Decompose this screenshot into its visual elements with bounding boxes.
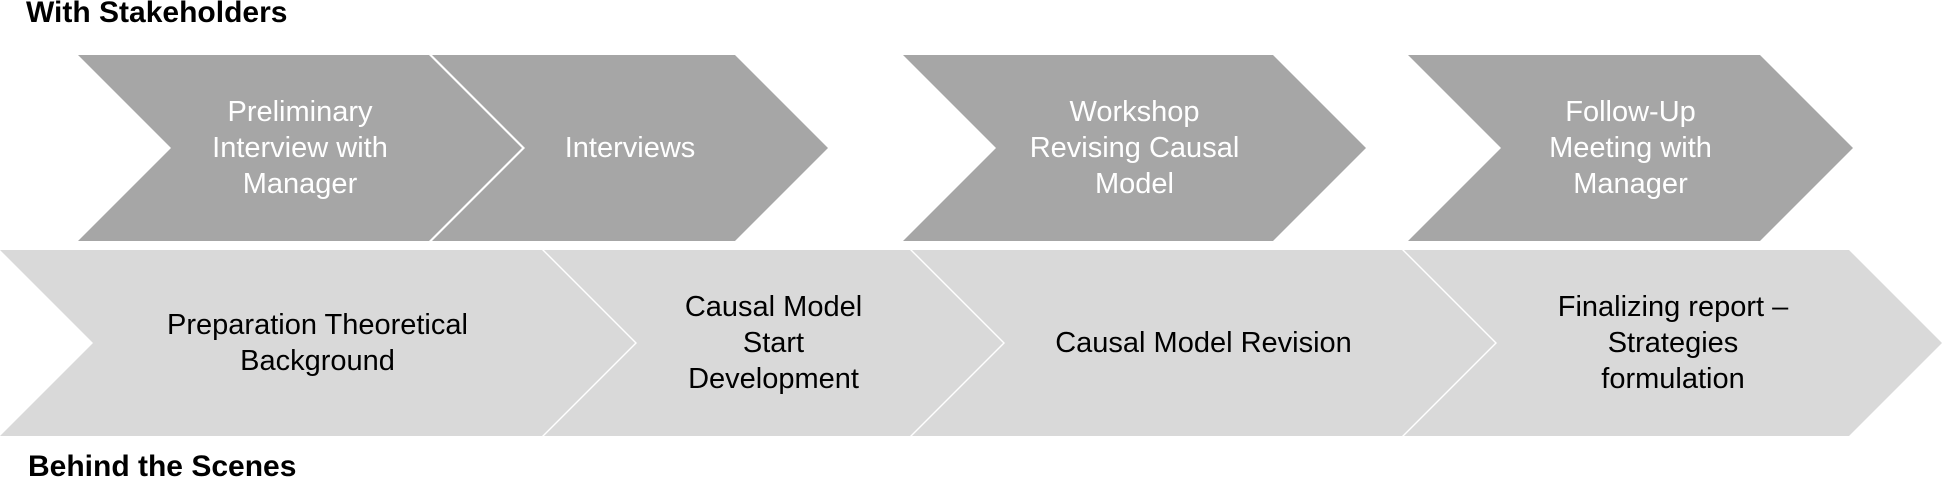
row-label-behind-the-scenes: Behind the Scenes <box>28 450 297 483</box>
step-label: Preparation Theoretical Background <box>167 309 468 377</box>
step-label: Causal Model Start Development <box>684 291 863 395</box>
step-chevron-preliminary-interview: Preliminary Interview with Manager <box>78 55 522 241</box>
step-chevron-causal-model-revision: Causal Model Revision <box>912 250 1495 436</box>
step-chevron-preparation: Preparation Theoretical Background <box>0 250 635 436</box>
step-label: Preliminary Interview with Manager <box>212 96 388 200</box>
step-label: Causal Model Revision <box>1055 327 1352 359</box>
step-label: Interviews <box>564 132 696 164</box>
step-label: Follow-Up Meeting with Manager <box>1549 96 1712 200</box>
row-label-with-stakeholders: With Stakeholders <box>26 0 288 29</box>
step-chevron-workshop: Workshop Revising Causal Model <box>903 55 1366 241</box>
step-label: Workshop Revising Causal Model <box>1029 96 1240 200</box>
step-chevron-follow-up: Follow-Up Meeting with Manager <box>1408 55 1853 241</box>
step-label: Finalizing report – Strategies formulati… <box>1557 291 1789 395</box>
